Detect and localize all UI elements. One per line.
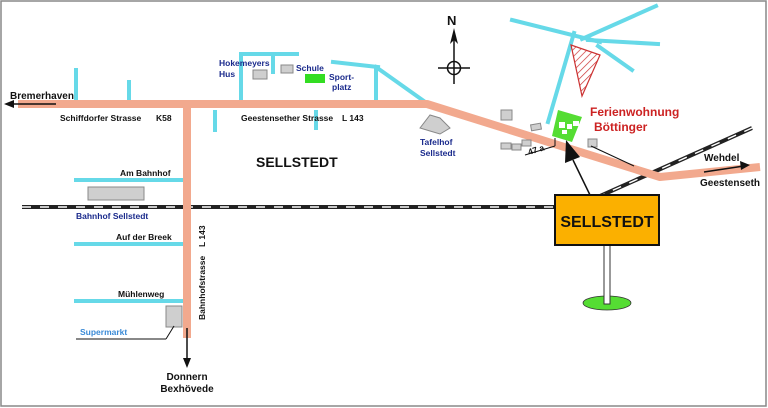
- label-schule: Schule: [296, 63, 324, 73]
- side-street: [373, 64, 431, 107]
- building-schule: [280, 64, 294, 74]
- compass-icon: [438, 28, 470, 84]
- railway: [22, 126, 753, 209]
- label-geestensether-strasse: Geestensether Strasse: [241, 113, 333, 123]
- side-street: [545, 30, 577, 125]
- label-am-bahnhof: Am Bahnhof: [120, 168, 171, 178]
- label-tafelhof-line2: Sellstedt: [420, 148, 456, 158]
- label-tafelhof-line1: Tafelhof: [420, 137, 453, 147]
- label-k58: K58: [156, 113, 172, 123]
- building-small: [500, 142, 512, 150]
- label-hokemeyers-hus-line1: Hokemeyers: [219, 58, 270, 68]
- town-sign-post: [603, 244, 611, 305]
- main-road-east-west: [18, 100, 761, 181]
- label-town-name: SELLSTEDT: [256, 154, 338, 170]
- label-muehlenweg: Mühlenweg: [118, 289, 164, 299]
- label-bremerhaven: Bremerhaven: [10, 91, 74, 102]
- label-house-number: 47 a: [527, 142, 546, 156]
- label-ferienwohnung: Ferienwohnung: [590, 105, 679, 119]
- side-street: [330, 59, 381, 70]
- driveway-47a: [524, 138, 556, 156]
- label-auf-der-breek: Auf der Breek: [116, 232, 172, 242]
- label-geestenseth: Geestenseth: [700, 178, 760, 189]
- label-schiffdorfer-strasse: Schiffdorfer Strasse: [60, 113, 142, 123]
- building-small: [521, 139, 532, 147]
- label-bahnhof-sellstedt: Bahnhof Sellstedt: [76, 211, 148, 221]
- hatched-plot: [570, 44, 601, 98]
- side-streets: [74, 3, 661, 303]
- side-street: [585, 37, 661, 47]
- building-bahnhof: [87, 186, 145, 201]
- main-roads: [18, 100, 761, 338]
- pointer-arrow: [565, 140, 591, 196]
- building-small: [587, 138, 598, 148]
- label-north: N: [447, 13, 456, 28]
- label-donnern: Donnern: [166, 372, 207, 383]
- label-boettinger: Böttinger: [594, 120, 648, 134]
- building-small: [511, 143, 522, 151]
- arrow-wehdel: [703, 161, 750, 173]
- building-small: [529, 122, 543, 132]
- side-street: [579, 3, 659, 42]
- building-small: [500, 109, 513, 121]
- building-tafelhof: [419, 114, 451, 135]
- marker-leader: [590, 145, 635, 167]
- arrow-bremerhaven: [4, 100, 56, 108]
- property-boettinger: [552, 110, 582, 142]
- building-supermarkt: [165, 305, 183, 328]
- label-l143-east: L 143: [342, 113, 364, 123]
- buildings: [87, 64, 598, 328]
- label-sportplatz-line1: Sport-: [329, 72, 354, 82]
- label-sportplatz-line2: platz: [332, 82, 351, 92]
- arrow-donnern: [183, 328, 191, 368]
- town-sign: SELLSTEDT: [554, 194, 660, 311]
- label-l143-south: L 143: [197, 225, 207, 247]
- side-street: [595, 43, 635, 73]
- label-bexhoevede: Bexhövede: [160, 384, 214, 395]
- town-sign-text: SELLSTEDT: [560, 214, 654, 231]
- building-hokemeyers: [252, 69, 268, 80]
- label-bahnhofstrasse: Bahnhofstrasse: [197, 255, 207, 320]
- supermarkt-leader: [165, 325, 175, 340]
- label-wehdel: Wehdel: [704, 153, 740, 164]
- label-hokemeyers-hus-line2: Hus: [219, 69, 235, 79]
- town-sign-board: [554, 194, 660, 246]
- label-supermarkt: Supermarkt: [80, 327, 127, 337]
- sportplatz-field: [305, 74, 325, 83]
